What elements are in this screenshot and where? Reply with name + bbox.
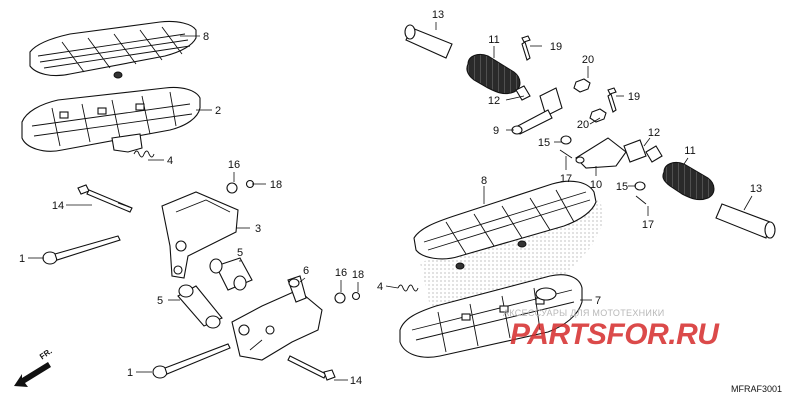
bracket-lower bbox=[231, 275, 323, 361]
callout-8-left: 8 bbox=[203, 31, 209, 43]
washer-15-upper bbox=[560, 135, 572, 145]
callout-15-upper: 15 bbox=[538, 137, 550, 149]
clip-lower bbox=[351, 291, 361, 301]
footboard-rubber-left bbox=[29, 20, 197, 79]
callout-12-lower: 12 bbox=[648, 127, 660, 139]
pillion-peg-lower bbox=[575, 137, 776, 239]
sleeve-left bbox=[177, 284, 223, 329]
spring-right bbox=[397, 284, 419, 292]
callout-numbers: 13 11 19 20 12 19 20 9 15 17 12 11 10 15… bbox=[19, 9, 762, 387]
bolt-upper-left bbox=[77, 184, 133, 213]
callout-5-right: 5 bbox=[237, 247, 243, 259]
nut-20-lower bbox=[589, 108, 607, 123]
callout-11-upper: 11 bbox=[488, 34, 499, 46]
callout-1-upper: 1 bbox=[19, 253, 25, 265]
callout-4-right: 4 bbox=[377, 281, 383, 293]
bolt-lower-left bbox=[287, 355, 336, 381]
callout-3: 3 bbox=[255, 223, 261, 235]
footboard-base-left bbox=[21, 86, 201, 153]
pillion-peg-upper bbox=[404, 24, 563, 135]
callout-1-lower: 1 bbox=[127, 367, 133, 379]
callout-4-left: 4 bbox=[167, 155, 173, 167]
bolt-19-upper bbox=[521, 35, 531, 61]
bracket-left bbox=[161, 191, 239, 279]
nut-20-upper bbox=[573, 78, 591, 93]
callout-6: 6 bbox=[303, 265, 309, 277]
pin-lower-left bbox=[152, 343, 231, 379]
callout-17-lower: 17 bbox=[642, 219, 654, 231]
callout-13-upper: 13 bbox=[432, 9, 444, 21]
clip-17-upper bbox=[559, 149, 573, 159]
pin-upper-left bbox=[42, 235, 121, 265]
hatch-area bbox=[420, 198, 604, 330]
callout-18-left: 18 bbox=[270, 179, 282, 191]
diagram-code: MFRAF3001 bbox=[730, 384, 782, 394]
front-direction-arrow-icon bbox=[14, 362, 51, 387]
callout-19-upper: 19 bbox=[550, 41, 562, 53]
spring-left bbox=[133, 150, 155, 158]
callout-14-upper: 14 bbox=[52, 200, 64, 212]
callout-20-lower: 20 bbox=[577, 119, 589, 131]
callout-10: 10 bbox=[590, 179, 602, 191]
clip-17-lower bbox=[635, 195, 647, 205]
callout-8-right: 8 bbox=[481, 175, 487, 187]
callout-20-upper: 20 bbox=[582, 54, 594, 66]
callout-14-lower: 14 bbox=[350, 375, 362, 387]
watermark-tagline: АКСЕССУАРЫ ДЛЯ МОТОТЕХНИКИ bbox=[503, 308, 665, 318]
washer-lower bbox=[334, 292, 346, 304]
callout-9: 9 bbox=[493, 125, 499, 137]
leader-lines bbox=[28, 22, 753, 381]
callout-11-lower: 11 bbox=[684, 145, 695, 157]
washer-left bbox=[226, 182, 238, 194]
bolt-19-lower bbox=[607, 87, 617, 113]
callout-7: 7 bbox=[595, 295, 601, 307]
watermark-logo: PARTSFOR.RU bbox=[510, 318, 719, 351]
callout-12-upper: 12 bbox=[488, 95, 500, 107]
washer-15-lower bbox=[634, 181, 646, 191]
callout-15-lower: 15 bbox=[616, 181, 628, 193]
callout-16-left: 16 bbox=[228, 159, 240, 171]
footboard-rubber-right bbox=[413, 180, 597, 270]
callout-18-lower: 18 bbox=[352, 269, 364, 281]
callout-16-lower: 16 bbox=[335, 267, 347, 279]
callout-2: 2 bbox=[215, 105, 221, 117]
callout-17-upper: 17 bbox=[560, 173, 572, 185]
callout-13-lower: 13 bbox=[750, 183, 762, 195]
sleeve-right bbox=[209, 257, 253, 291]
callout-5-left: 5 bbox=[157, 295, 163, 307]
callout-19-lower: 19 bbox=[628, 91, 640, 103]
footboard-base-right bbox=[399, 274, 583, 358]
